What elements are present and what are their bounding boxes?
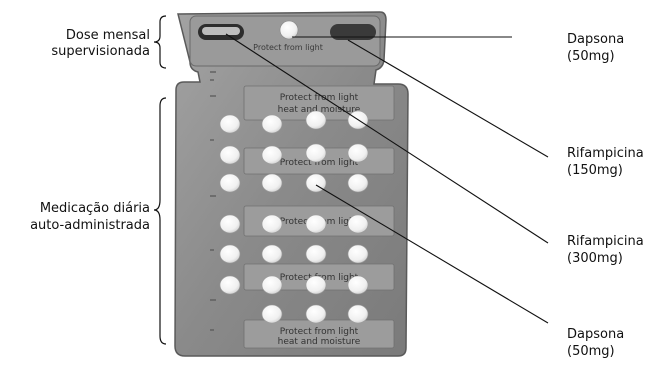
label-dapsone-bottom-line1: Dapsona: [567, 327, 624, 342]
monthly-pills: [198, 20, 376, 40]
monthly-tablet-center: [279, 20, 299, 40]
label-dapsone-top-line1: Dapsona: [567, 32, 624, 47]
label-rifampicin-300-line1: Rifampicina: [567, 234, 644, 249]
section-text-1a: Protect from light: [280, 93, 359, 103]
leader-rifampicin-300: [225, 33, 549, 244]
label-rifampicin-150-line1: Rifampicina: [567, 146, 644, 161]
leader-lines: [225, 33, 549, 324]
section-text-1b: heat and moisture: [278, 105, 361, 115]
label-monthly-line1: Dose mensal: [66, 28, 150, 43]
label-daily-line1: Medicação diária: [40, 201, 150, 216]
blister-pack: [174, 11, 409, 357]
label-rifampicin-300-line2: (300mg): [567, 251, 623, 266]
label-monthly-line2: supervisionada: [51, 44, 150, 59]
label-dapsone-top-line2: (50mg): [567, 49, 615, 64]
section-text-2: Protect from light: [280, 158, 359, 168]
label-rifampicin-150-line2: (150mg): [567, 163, 623, 178]
leader-rifampicin-150: [347, 39, 549, 158]
brace-monthly: [153, 15, 167, 69]
label-daily-line2: auto-administrada: [30, 218, 150, 233]
section-text-5b: heat and moisture: [278, 337, 361, 347]
top-strip-text: Protect from light: [253, 43, 323, 52]
leader-dapsone-bottom: [315, 184, 549, 324]
section-text-5a: Protect from light: [280, 327, 359, 337]
label-dapsone-bottom-line2: (50mg): [567, 344, 615, 359]
monthly-capsule-right: [330, 24, 376, 40]
brace-daily: [153, 97, 167, 345]
